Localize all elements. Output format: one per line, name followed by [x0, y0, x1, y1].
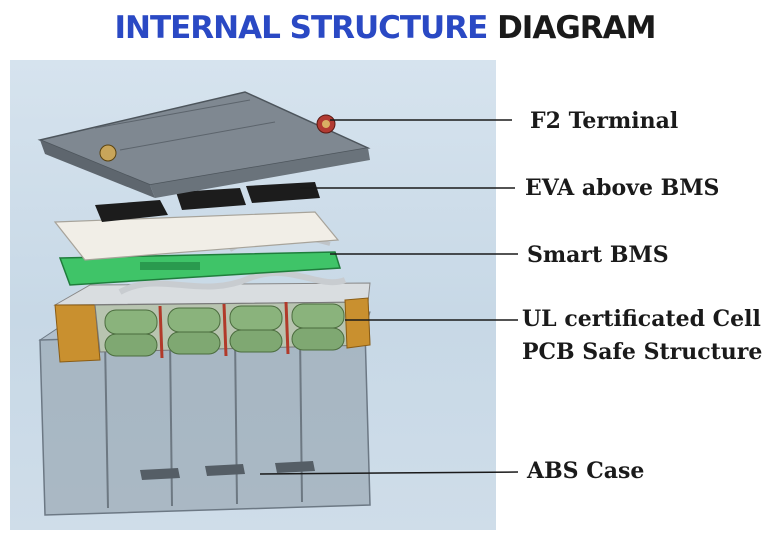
label-smart-bms: Smart BMS	[527, 242, 669, 268]
diagram-title: INTERNAL STRUCTURE DIAGRAM	[0, 8, 770, 48]
label-ul-certificated-cell: UL certificated Cell	[522, 306, 761, 332]
label-pcb-safe-structure: PCB Safe Structure	[522, 339, 763, 365]
label-f2-terminal: F2 Terminal	[530, 108, 679, 134]
label-eva-above-bms: EVA above BMS	[525, 175, 720, 201]
eva-blocks	[95, 182, 320, 222]
battery-lid	[37, 91, 371, 198]
eva-sheet	[53, 211, 340, 261]
title-part-1: INTERNAL STRUCTURE	[114, 10, 488, 46]
title-part-2: DIAGRAM	[497, 10, 656, 46]
leader-line-case	[259, 471, 519, 475]
cell-pack	[53, 270, 371, 363]
label-abs-case: ABS Case	[527, 458, 645, 484]
